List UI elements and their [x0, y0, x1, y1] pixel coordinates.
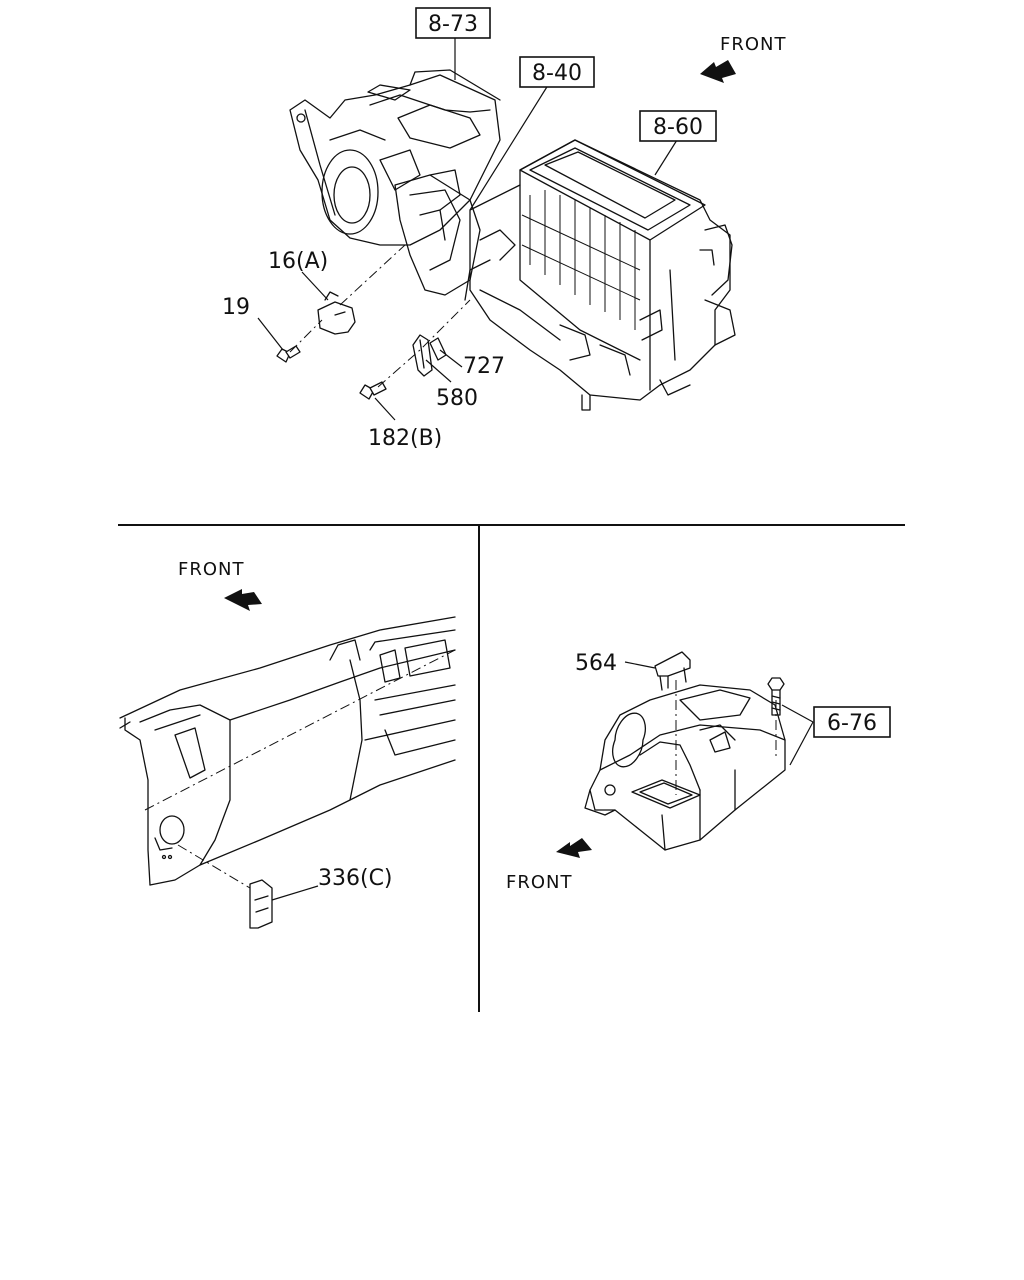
callout-182b: 182(B) — [368, 426, 442, 451]
front-label-right: FRONT — [506, 872, 573, 893]
callout-580: 580 — [436, 386, 478, 411]
svg-text:8-60: 8-60 — [653, 115, 703, 140]
heater-unit — [464, 139, 736, 411]
screw-182b — [359, 381, 387, 400]
ref-box-8-73: 8-73 — [415, 7, 491, 39]
front-label-top: FRONT — [720, 34, 787, 55]
callout-336c: 336(C) — [318, 866, 393, 891]
bracket-336c — [249, 879, 273, 929]
front-arrow-left-icon — [224, 589, 262, 611]
blower-unit — [289, 69, 501, 246]
screw-6-76 — [767, 677, 785, 716]
screw-19 — [276, 345, 301, 363]
ref-box-6-76: 6-76 — [813, 706, 891, 738]
svg-text:8-40: 8-40 — [532, 61, 582, 86]
callout-727: 727 — [463, 354, 505, 379]
center-duct — [394, 174, 481, 296]
front-arrow-right-icon — [556, 838, 592, 858]
svg-text:8-73: 8-73 — [428, 12, 478, 37]
bracket-16a — [317, 291, 356, 335]
pad-727 — [429, 337, 447, 361]
svg-text:6-76: 6-76 — [827, 711, 877, 736]
front-arrow-top-icon — [700, 60, 736, 83]
callout-19: 19 — [222, 295, 250, 320]
callout-16a: 16(A) — [268, 249, 328, 274]
clip-580 — [412, 334, 433, 377]
instrument-panel — [119, 616, 456, 889]
console-assembly — [584, 680, 786, 851]
front-label-left: FRONT — [178, 559, 245, 580]
callout-564: 564 — [575, 651, 617, 676]
clip-564 — [654, 651, 691, 691]
hvac-assembly — [257, 38, 736, 421]
ref-box-8-60: 8-60 — [639, 110, 717, 142]
ref-box-8-40: 8-40 — [519, 56, 595, 88]
